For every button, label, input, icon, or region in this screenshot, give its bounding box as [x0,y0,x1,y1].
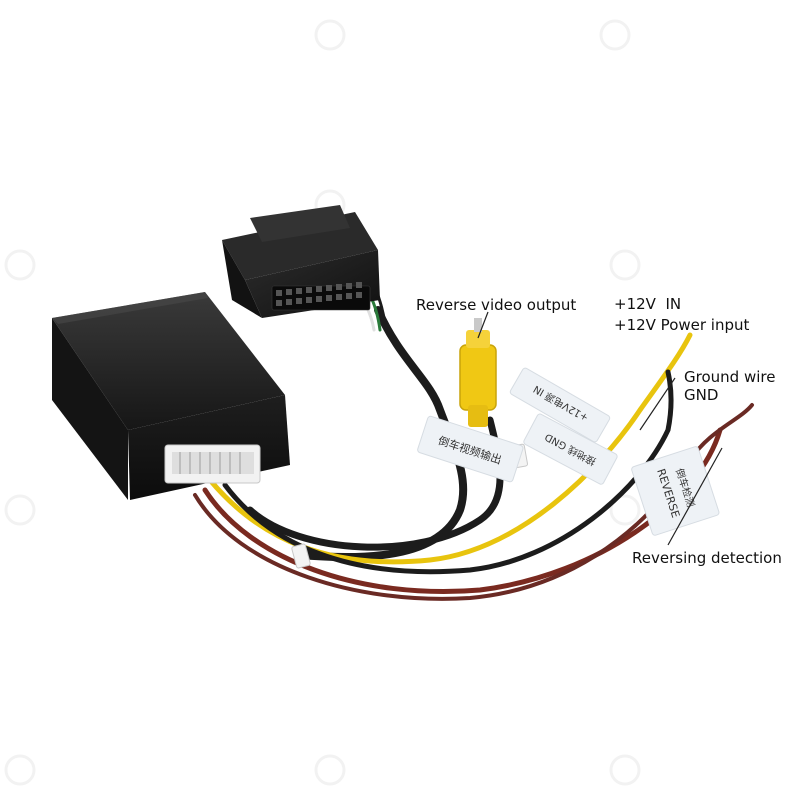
harness-plug [164,444,261,484]
label-12v-power-input: +12V Power input [614,316,750,334]
label-ground-wire: Ground wire [684,368,776,386]
black-cable [296,306,468,562]
label-12v-in: +12V IN [614,295,682,313]
label-gnd: GND [684,386,719,404]
label-reversing-detection: Reversing detection [632,549,782,567]
rca-plug [459,318,497,427]
red-wire-2 [193,403,754,601]
label-reverse-video-output: Reverse video output [416,296,577,314]
car-connector [222,205,380,318]
callout-leaders [477,311,723,546]
tag-reverse: 倒车检测 REVERSE [631,446,720,536]
tag-video: 倒车视频输出 [417,415,524,483]
